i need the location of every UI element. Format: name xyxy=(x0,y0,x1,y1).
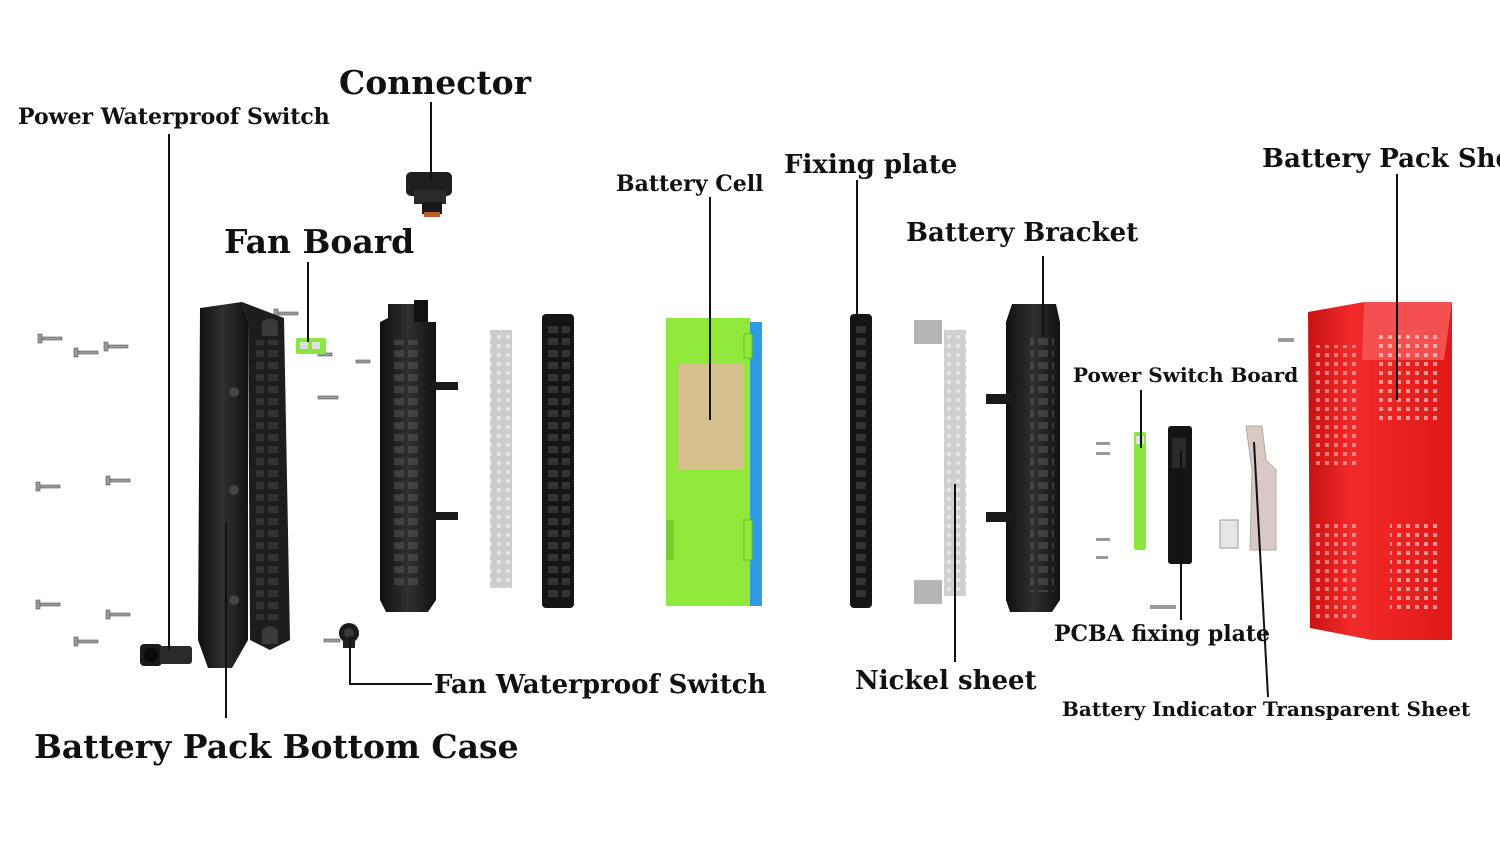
label-pcba-fixing-plate: PCBA fixing plate xyxy=(1054,621,1271,647)
screws-left-group xyxy=(35,308,371,647)
screw xyxy=(35,481,61,492)
connector-part xyxy=(406,172,452,217)
label-battery-indicator-transparent-sheet: Battery Indicator Transparent Sheet xyxy=(1062,697,1471,721)
screw xyxy=(35,599,61,610)
screw xyxy=(37,333,63,344)
battery-pack-shell-part xyxy=(1278,302,1452,640)
label-fixing-plate: Fixing plate xyxy=(784,150,958,180)
screw xyxy=(105,609,131,620)
label-battery-bracket: Battery Bracket xyxy=(906,218,1139,248)
nickel-strips-left xyxy=(490,330,512,588)
power-switch-board-part xyxy=(1096,432,1146,559)
screw xyxy=(73,347,99,358)
label-battery-pack-shell: Battery Pack Shell xyxy=(1262,144,1500,174)
power-waterproof-switch-part xyxy=(140,644,192,666)
fixing-plate-right xyxy=(850,314,872,608)
screw xyxy=(317,395,339,400)
label-battery-cell: Battery Cell xyxy=(616,171,764,197)
label-fan-waterproof-switch: Fan Waterproof Switch xyxy=(434,670,767,700)
screw xyxy=(355,359,371,364)
screw xyxy=(323,638,341,643)
label-power-waterproof-switch: Power Waterproof Switch xyxy=(18,104,330,130)
label-power-switch-board: Power Switch Board xyxy=(1073,363,1299,387)
label-nickel-sheet: Nickel sheet xyxy=(855,666,1037,696)
leader-fan-waterproof-switch xyxy=(349,636,432,685)
battery-pack-bottom-case-part xyxy=(198,302,290,668)
nickel-sheet-part xyxy=(914,320,966,604)
pcba-fixing-plate-part xyxy=(1150,426,1192,609)
screw xyxy=(103,341,129,352)
label-battery-pack-bottom-case: Battery Pack Bottom Case xyxy=(34,727,519,766)
left-bracket-part xyxy=(380,300,458,612)
label-connector: Connector xyxy=(339,63,531,102)
battery-indicator-transparent-sheet-part xyxy=(1219,425,1277,551)
leader-lines xyxy=(168,102,1398,718)
screw xyxy=(73,636,99,647)
battery-bracket-part xyxy=(986,304,1060,612)
fixing-plate-left xyxy=(542,314,574,608)
leader-transparent-sheet xyxy=(1253,441,1269,698)
battery-cell-part xyxy=(666,318,762,606)
fan-board-part xyxy=(296,338,326,354)
screw xyxy=(105,475,131,486)
label-fan-board: Fan Board xyxy=(224,222,415,261)
